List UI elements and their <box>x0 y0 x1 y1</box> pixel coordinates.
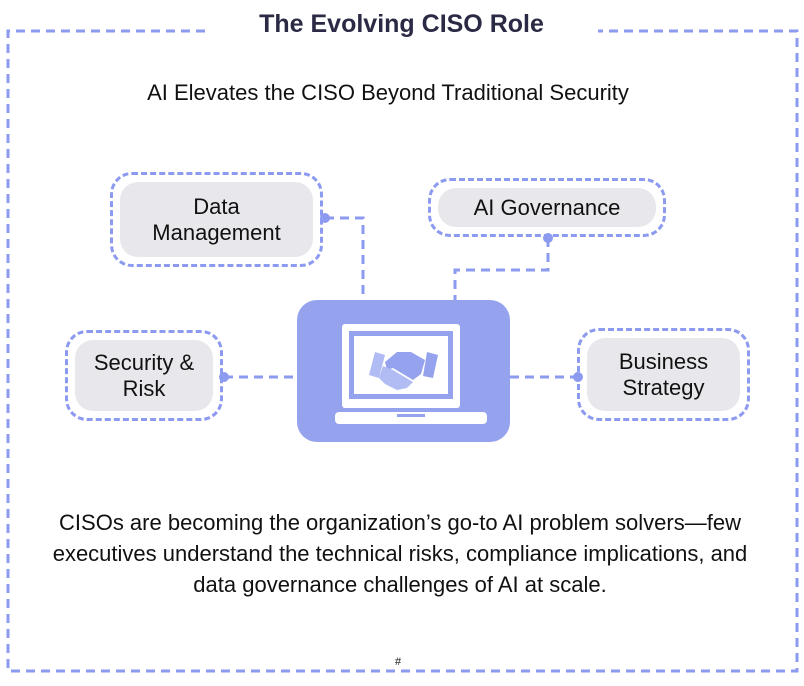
node-data-management: Data Management <box>110 172 323 267</box>
node-label: Security & Risk <box>75 340 213 411</box>
node-label: Data Management <box>120 182 313 257</box>
node-label: AI Governance <box>438 188 656 227</box>
connector-data-management <box>325 216 365 300</box>
footer-mark: # <box>395 656 402 668</box>
diagram-subtitle: AI Elevates the CISO Beyond Traditional … <box>147 80 629 105</box>
node-ai-governance: AI Governance <box>428 178 666 237</box>
node-security-risk: Security & Risk <box>65 330 223 421</box>
diagram-title: The Evolving CISO Role <box>259 10 544 38</box>
center-laptop-box <box>297 300 510 442</box>
laptop-handshake-icon <box>335 324 487 424</box>
description-text: CISOs are becoming the organization’s go… <box>52 510 748 597</box>
outer-frame <box>6 29 799 673</box>
connector-ai-governance <box>453 238 550 300</box>
node-label: Business Strategy <box>587 338 740 411</box>
node-business-strategy: Business Strategy <box>577 328 750 421</box>
